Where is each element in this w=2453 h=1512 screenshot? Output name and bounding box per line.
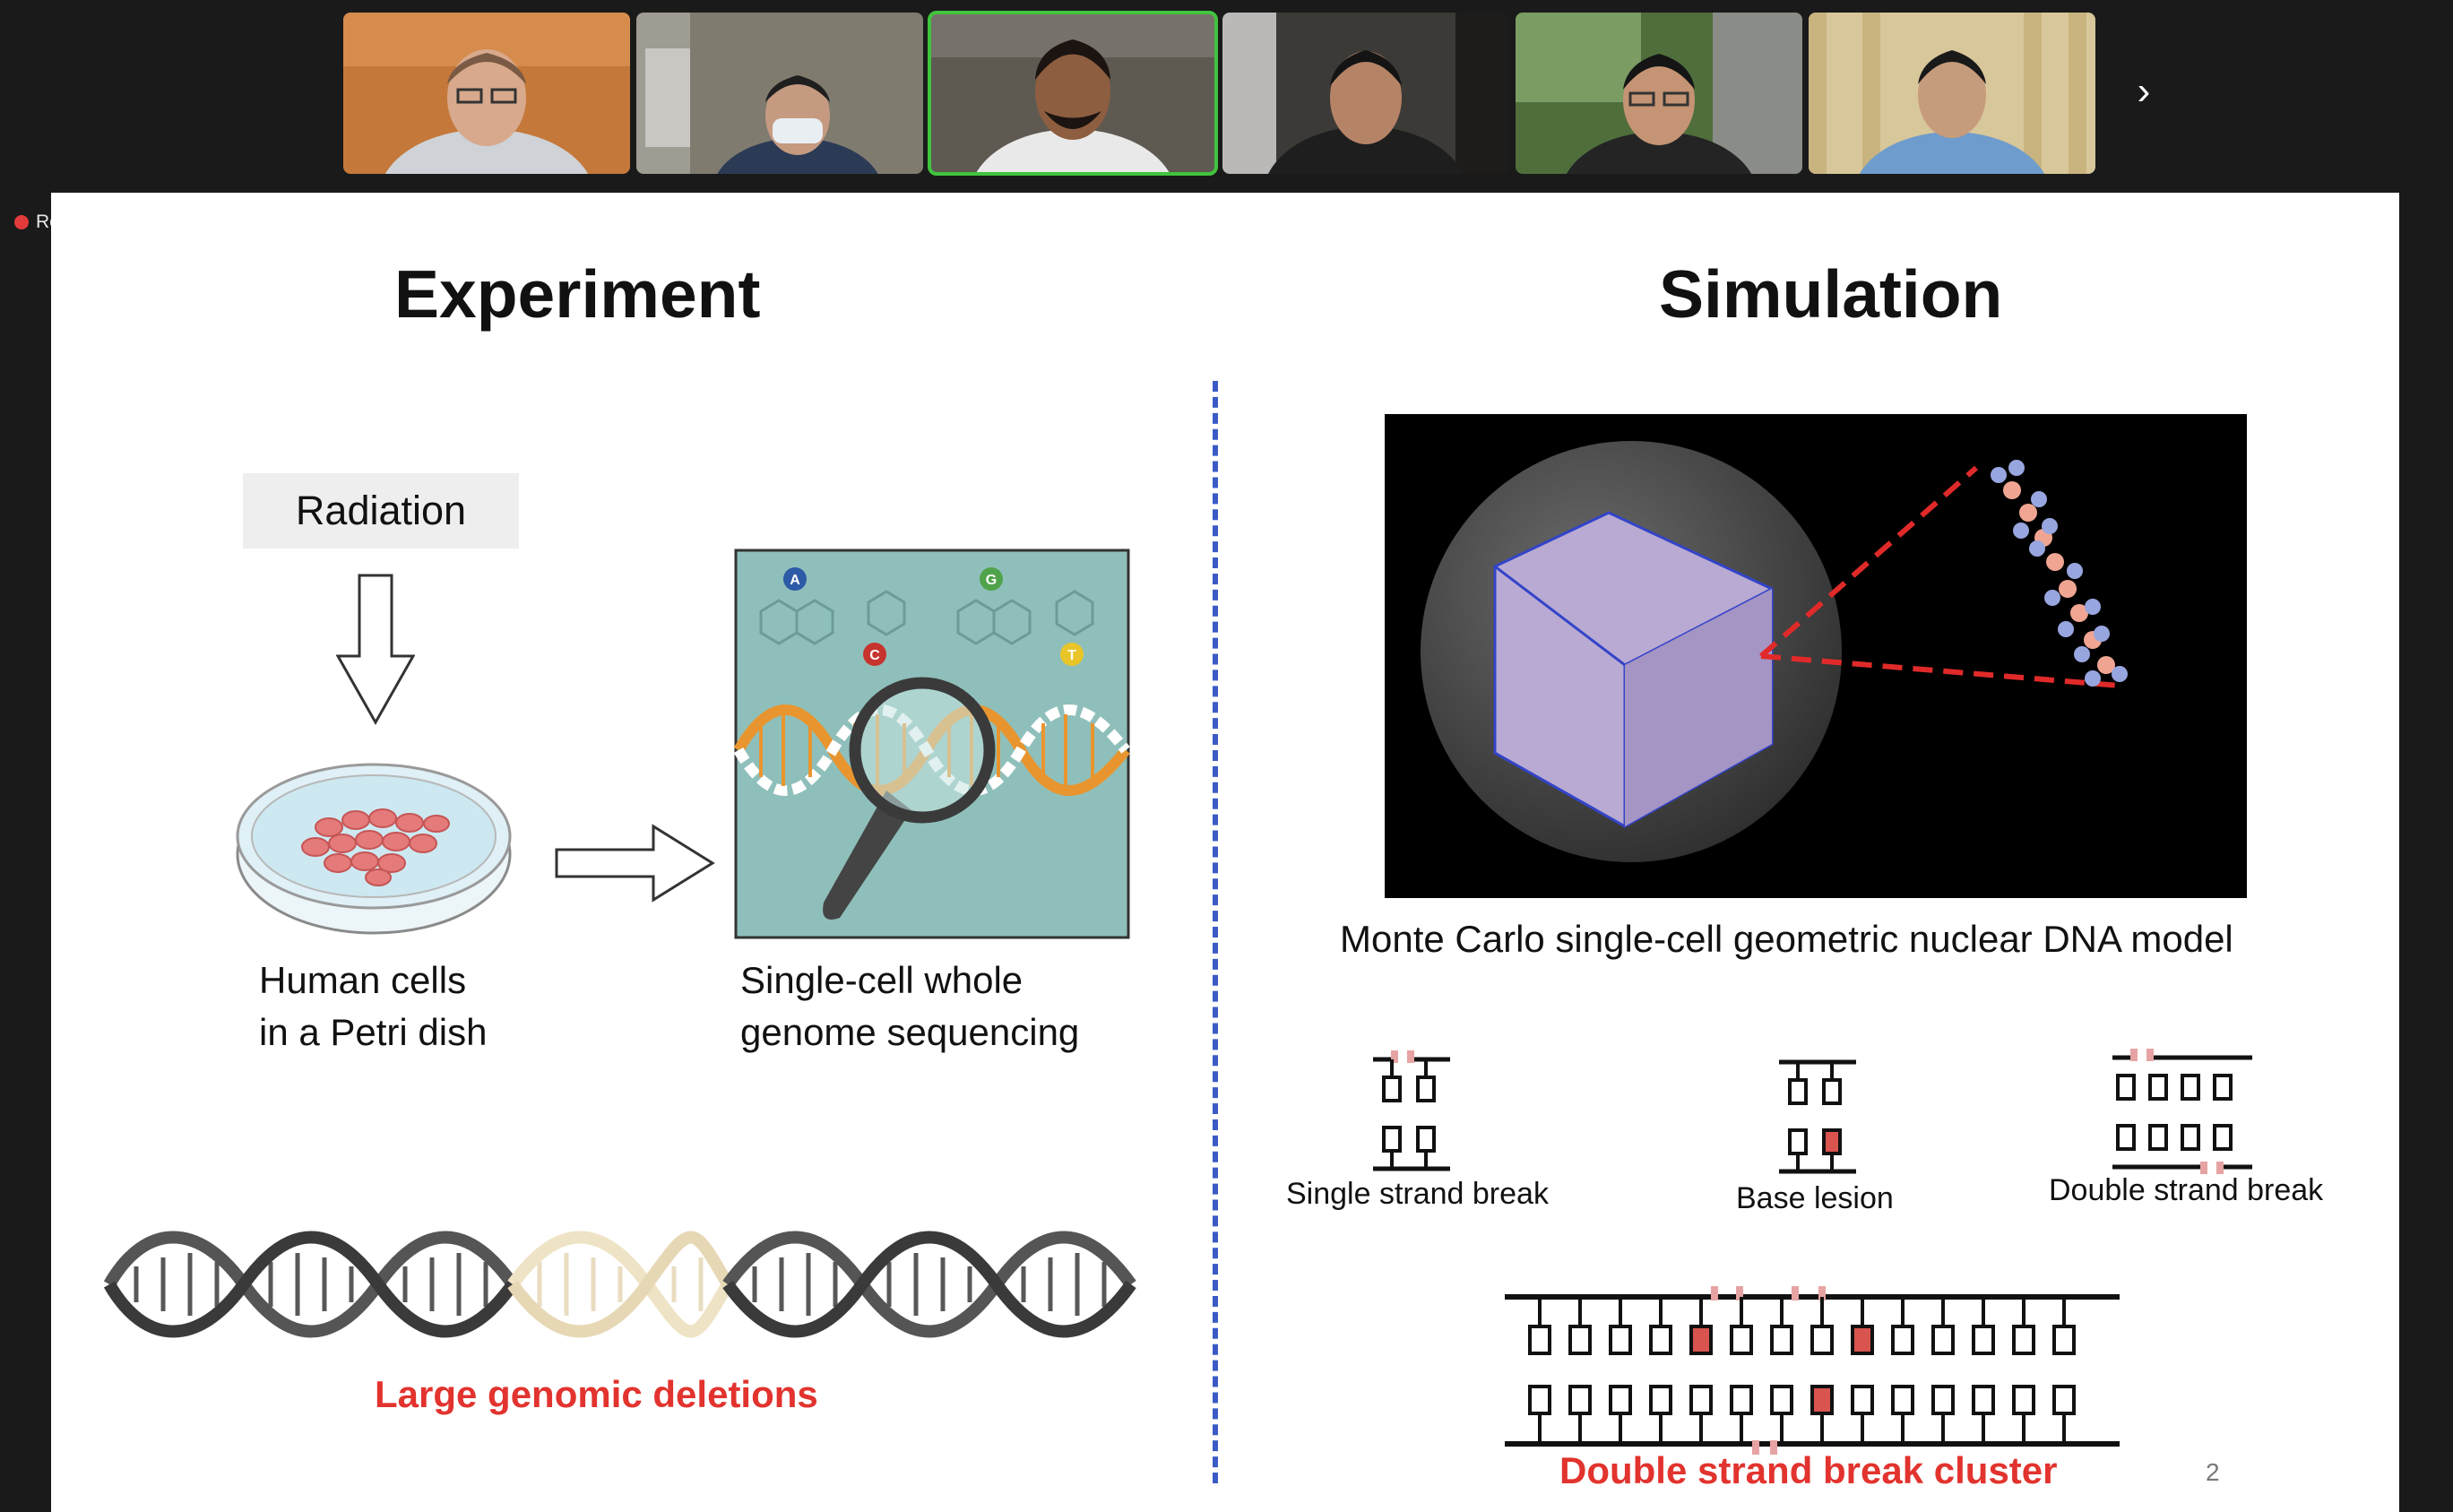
single-strand-break-icon <box>1373 1050 1450 1171</box>
sequencing-image: A G C T <box>734 549 1130 939</box>
base-lesion-icon <box>1779 1059 1856 1174</box>
shared-slide: Experiment Simulation Radiation <box>51 193 2399 1512</box>
record-dot-icon <box>14 215 29 229</box>
slide-page-number: 2 <box>2206 1458 2220 1486</box>
cells-caption-line1: Human cells <box>259 959 467 1001</box>
participant-video-3-active-speaker[interactable] <box>928 11 1218 176</box>
double-strand-break-cluster-icon <box>1505 1286 2120 1455</box>
single-strand-break-label: Single strand break <box>1286 1177 1549 1211</box>
base-lesion-label: Base lesion <box>1736 1181 1894 1215</box>
participant-video-5[interactable] <box>1516 13 1802 174</box>
petri-dish-image <box>236 763 512 935</box>
experiment-title: Experiment <box>394 256 761 332</box>
participant-video-6[interactable] <box>1809 13 2095 174</box>
simulation-title: Simulation <box>1659 256 2003 332</box>
base-a-label: A <box>790 573 800 588</box>
base-t-label: T <box>1067 648 1076 663</box>
section-divider <box>1213 381 1218 1483</box>
double-strand-break-label: Double strand break <box>2049 1173 2324 1207</box>
participant-video-1[interactable] <box>343 13 630 174</box>
participant-video-2[interactable] <box>636 13 923 174</box>
deletions-label: Large genomic deletions <box>375 1373 818 1415</box>
down-arrow-icon <box>336 574 415 726</box>
chevron-right-icon[interactable]: › <box>2137 69 2151 113</box>
base-c-label: C <box>869 648 880 663</box>
double-strand-break-icon <box>2112 1049 2252 1174</box>
model-caption: Monte Carlo single-cell geometric nuclea… <box>1340 918 2233 960</box>
cells-caption-line2: in a Petri dish <box>259 1011 488 1053</box>
dna-deletion-image <box>103 1231 1136 1338</box>
simulation-render-image <box>1385 414 2247 898</box>
right-arrow-icon <box>555 824 715 903</box>
participant-video-4[interactable] <box>1222 13 1509 174</box>
radiation-label: Radiation <box>243 473 519 549</box>
sequencing-caption-line1: Single-cell whole <box>740 959 1024 1001</box>
base-g-label: G <box>986 573 997 588</box>
cluster-label: Double strand break cluster <box>1559 1449 2058 1491</box>
sequencing-caption-line2: genome sequencing <box>740 1011 1080 1053</box>
